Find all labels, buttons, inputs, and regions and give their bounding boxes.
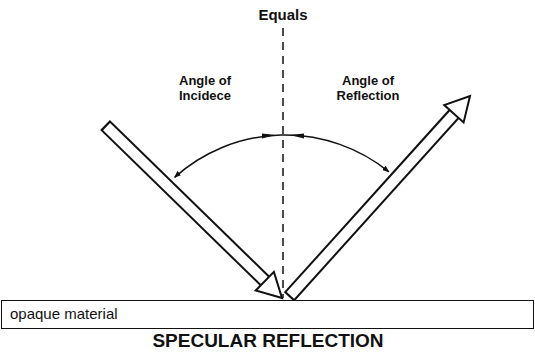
figure-caption: SPECULAR REFLECTION bbox=[152, 331, 383, 352]
reflected-ray-inner bbox=[290, 113, 455, 295]
reflected-arrowhead bbox=[444, 96, 470, 123]
incident-ray bbox=[105, 125, 266, 282]
incident-ray-inner bbox=[107, 127, 267, 283]
material-slab: opaque material bbox=[1, 300, 534, 329]
arc-mid-arrow bbox=[290, 134, 304, 139]
angle-label: Angle of Reflection bbox=[325, 74, 411, 104]
normal-line bbox=[282, 28, 284, 298]
arc-mid-arrow bbox=[262, 134, 276, 139]
reflected-ray bbox=[289, 114, 454, 297]
equals-label: Equals bbox=[223, 6, 343, 23]
angle-arc bbox=[175, 135, 389, 177]
angle-label: Angle of Incidece bbox=[162, 74, 248, 104]
material-label: opaque material bbox=[2, 301, 533, 327]
incident-arrowhead bbox=[256, 272, 282, 298]
